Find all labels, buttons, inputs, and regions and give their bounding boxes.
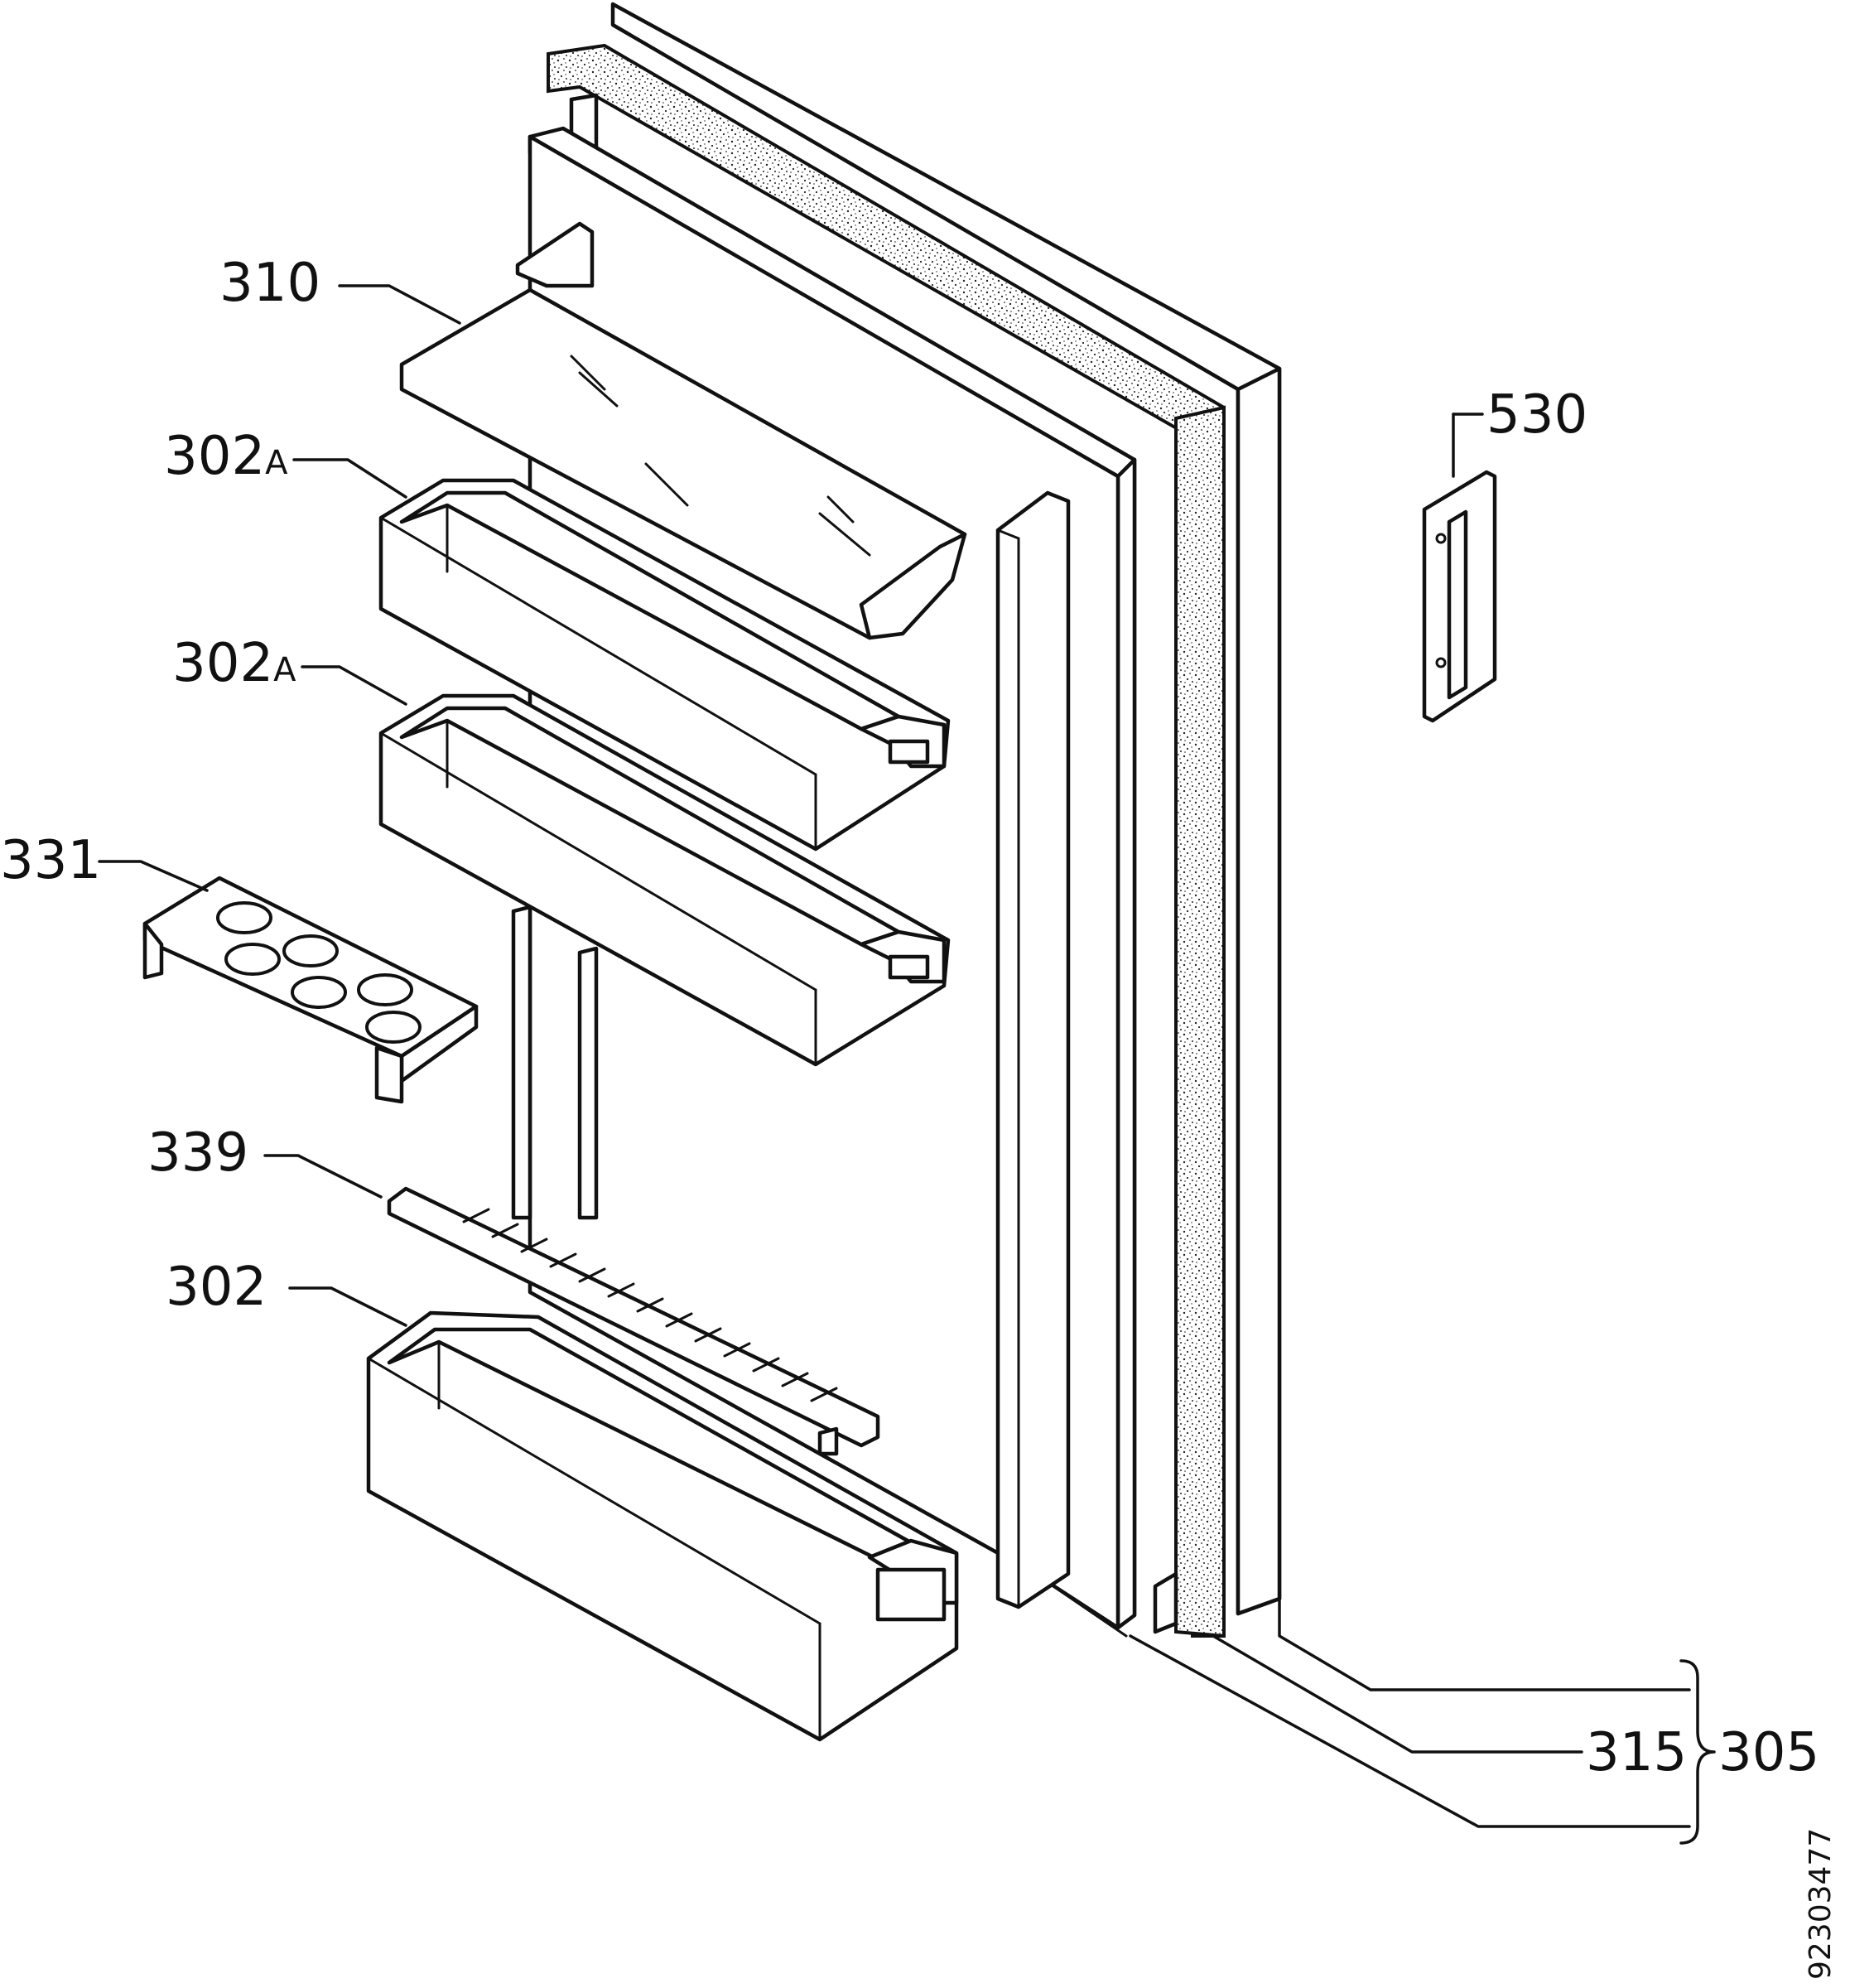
label-302: 302 (166, 1257, 267, 1318)
label-315: 315 (1586, 1722, 1687, 1783)
label-302a-upper: 302A (164, 426, 288, 487)
leader-315 (1212, 1634, 1583, 1754)
leader-lines (98, 284, 1716, 1845)
label-530: 530 (1486, 384, 1587, 446)
leader-339 (263, 1154, 383, 1199)
leader-302 (288, 1286, 407, 1327)
part-labels: 310 302A 302A 331 339 302 530 315 305 92… (0, 253, 1838, 1980)
door-seal-strip (995, 490, 1071, 1609)
door-tray-302 (366, 1310, 959, 1742)
label-331: 331 (0, 830, 101, 891)
hinge-plate-530 (1422, 470, 1497, 723)
door-tray-302a-upper (378, 478, 951, 852)
door-gasket (547, 43, 1226, 1638)
leader-331 (98, 860, 209, 892)
leader-302a-upper (292, 458, 407, 499)
egg-tray-331 (142, 876, 479, 1104)
leader-310 (338, 284, 461, 325)
brace-305 (1679, 1659, 1716, 1845)
label-302a-lower: 302A (172, 633, 296, 694)
leader-305-top (1278, 1597, 1691, 1691)
door-rack-posts (511, 221, 599, 1220)
document-number: 92303477 (1804, 1828, 1838, 1980)
bottle-rack-339 (387, 1186, 880, 1456)
label-310: 310 (219, 253, 320, 314)
leader-305-bottom (1129, 1634, 1691, 1828)
leader-302a-lower (301, 665, 407, 706)
label-339: 339 (147, 1122, 248, 1184)
shelf-lid-310 (399, 287, 967, 640)
label-305: 305 (1718, 1722, 1819, 1783)
door-tray-302a-lower (378, 693, 951, 1067)
